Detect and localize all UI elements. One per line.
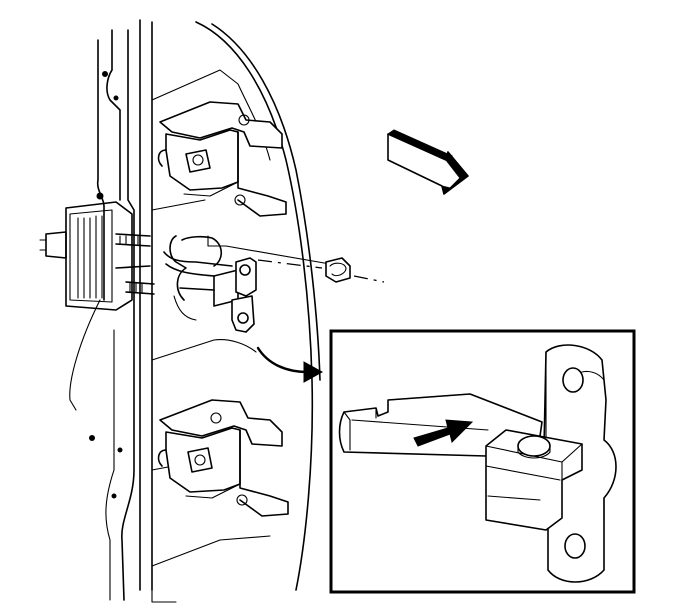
lower-hinge — [157, 399, 289, 517]
installation-arrow — [413, 419, 474, 447]
direction-arrow — [386, 129, 469, 195]
mounting-nut — [257, 257, 385, 283]
detail-view — [329, 329, 636, 594]
upper-hinge — [157, 101, 287, 217]
check-bracket — [39, 201, 155, 311]
body-side-mount — [69, 29, 135, 601]
door-panel — [139, 19, 321, 603]
detail-arrow — [256, 346, 324, 383]
door-check-link — [163, 235, 331, 333]
